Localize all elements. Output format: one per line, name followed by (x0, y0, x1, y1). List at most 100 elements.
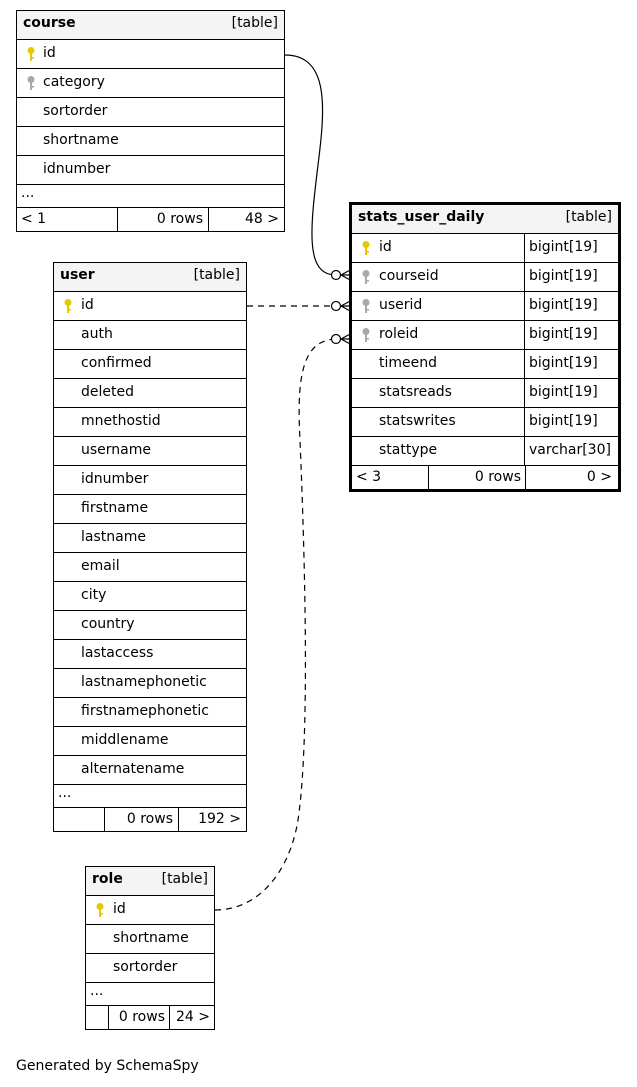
crowfoot-userid (330, 299, 353, 313)
primary-key-icon (62, 298, 74, 314)
column-name: id (113, 901, 126, 917)
generator-credit: Generated by SchemaSpy (16, 1058, 199, 1074)
column-name: firstnamephonetic (81, 703, 209, 719)
more-columns-ellipsis: ... (54, 785, 246, 808)
column-row[interactable]: idnumber (17, 156, 284, 185)
table-header: role [table] (86, 867, 214, 896)
column-name: middlename (81, 732, 169, 748)
foreign-key-icon (360, 298, 372, 314)
table-kind: [table] (231, 15, 278, 31)
column-name: country (81, 616, 135, 632)
column-row[interactable]: sortorder (17, 98, 284, 127)
column-row[interactable]: auth (54, 321, 246, 350)
column-name: sortorder (113, 959, 178, 975)
table-footer: < 3 0 rows 0 > (352, 466, 618, 489)
column-type: bigint[19] (524, 263, 618, 291)
footer-parents[interactable] (90, 1006, 108, 1029)
column-name: statswrites (379, 413, 456, 429)
footer-rows: 0 rows (117, 208, 208, 231)
column-row[interactable]: middlename (54, 727, 246, 756)
link-role-id-to-roleid (214, 338, 337, 911)
column-row[interactable]: confirmed (54, 350, 246, 379)
column-row[interactable]: alternatename (54, 756, 246, 785)
column-row[interactable]: firstname (54, 495, 246, 524)
column-type: bigint[19] (524, 408, 618, 436)
column-row[interactable]: username (54, 437, 246, 466)
column-name: courseid (379, 268, 439, 284)
column-name: lastname (81, 529, 146, 545)
column-row[interactable]: idnumber (54, 466, 246, 495)
column-row[interactable]: id (17, 40, 284, 69)
column-name: statsreads (379, 384, 452, 400)
column-row[interactable]: statsreads bigint[19] (352, 379, 618, 408)
column-row[interactable]: mnethostid (54, 408, 246, 437)
column-name: idnumber (81, 471, 149, 487)
table-kind: [table] (161, 871, 208, 887)
footer-children[interactable]: 48 > (208, 208, 284, 231)
footer-children[interactable]: 0 > (525, 466, 618, 489)
footer-children[interactable]: 192 > (178, 808, 246, 831)
column-name: timeend (379, 355, 438, 371)
column-row[interactable]: category (17, 69, 284, 98)
column-row[interactable]: firstnamephonetic (54, 698, 246, 727)
footer-parents[interactable] (58, 808, 104, 831)
column-row[interactable]: shortname (86, 925, 214, 954)
column-row[interactable]: shortname (17, 127, 284, 156)
column-type: bigint[19] (524, 379, 618, 407)
column-name: id (43, 45, 56, 61)
column-name: shortname (43, 132, 119, 148)
column-name: city (81, 587, 107, 603)
foreign-key-icon (360, 327, 372, 343)
column-row[interactable]: deleted (54, 379, 246, 408)
table-user[interactable]: user [table] id auth confirmed deleted mneth… (53, 262, 247, 832)
primary-key-icon (25, 46, 37, 62)
table-name: role (92, 871, 123, 887)
column-row[interactable]: courseid bigint[19] (352, 263, 618, 292)
column-name: stattype (379, 442, 438, 458)
link-course-id-to-courseid (284, 54, 337, 276)
footer-parents[interactable]: < 1 (21, 211, 47, 227)
column-name: email (81, 558, 120, 574)
column-row[interactable]: lastnamephonetic (54, 669, 246, 698)
column-row[interactable]: id (54, 292, 246, 321)
column-name: username (81, 442, 151, 458)
column-row[interactable]: country (54, 611, 246, 640)
more-columns-ellipsis: ... (17, 185, 284, 208)
column-name: userid (379, 297, 423, 313)
column-name: firstname (81, 500, 149, 516)
column-name: lastaccess (81, 645, 154, 661)
column-row[interactable]: userid bigint[19] (352, 292, 618, 321)
column-row[interactable]: sortorder (86, 954, 214, 983)
column-name: sortorder (43, 103, 108, 119)
column-row[interactable]: statswrites bigint[19] (352, 408, 618, 437)
footer-children[interactable]: 24 > (169, 1006, 214, 1029)
column-name: idnumber (43, 161, 111, 177)
table-course[interactable]: course [table] id category sortorder shortn… (16, 10, 285, 232)
column-row[interactable]: lastaccess (54, 640, 246, 669)
table-header: course [table] (17, 11, 284, 40)
column-name: roleid (379, 326, 419, 342)
column-row[interactable]: id (86, 896, 214, 925)
table-name: stats_user_daily (358, 209, 485, 225)
table-header: stats_user_daily [table] (352, 205, 618, 234)
column-row[interactable]: lastname (54, 524, 246, 553)
column-row[interactable]: city (54, 582, 246, 611)
primary-key-icon (94, 902, 106, 918)
table-header: user [table] (54, 263, 246, 292)
footer-rows: 0 rows (104, 808, 178, 831)
column-name: deleted (81, 384, 134, 400)
column-name: shortname (113, 930, 189, 946)
column-type: bigint[19] (524, 292, 618, 320)
column-name: confirmed (81, 355, 152, 371)
footer-parents[interactable]: < 3 (356, 469, 382, 485)
column-name: auth (81, 326, 113, 342)
primary-key-icon (360, 240, 372, 256)
column-row[interactable]: email (54, 553, 246, 582)
